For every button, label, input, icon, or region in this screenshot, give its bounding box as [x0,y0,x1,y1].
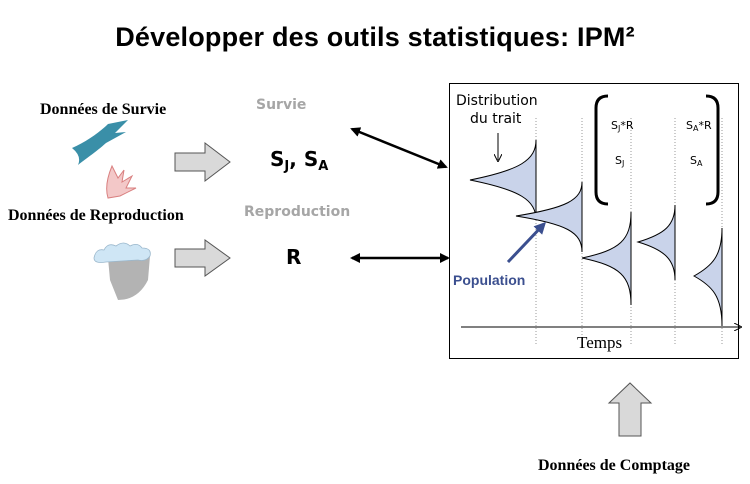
a-subscript: A [318,159,329,174]
reproduction-label: Reproduction [244,204,351,220]
s-symbol: S [303,147,319,171]
matrix-entry-sa-r: SA*R [686,119,712,133]
nest-icon [93,242,151,300]
page-title: Développer des outils statistiques: IPM² [115,22,635,52]
ipm-panel [449,83,739,359]
j-subscript: J [284,159,290,174]
reproduction-data-label: Données de Reproduction [8,207,184,224]
survival-data-label: Données de Survie [40,101,167,118]
trait-distribution-label: Distribution [456,93,538,109]
distribution-curve-3 [581,211,632,306]
survival-parameters: SJ, SA [270,147,328,174]
distribution-curve-2 [515,181,583,253]
survival-label: Survie [256,97,307,113]
matrix-entry-sa: SA [690,154,703,168]
reproduction-parameter: R [286,245,302,269]
count-data-label: Données de Comptage [538,457,690,474]
distribution-curve-4 [636,204,676,281]
matrix-right-bracket [705,94,720,206]
survival-flow-arrow [174,141,231,183]
distribution-curve-5 [692,227,723,327]
matrix-left-bracket [594,94,609,206]
trait-distributions [469,139,723,327]
reproduction-flow-arrow [174,239,231,277]
arrow-up-icon [607,382,653,437]
bird-icon [72,120,128,165]
population-arrow [506,221,547,264]
hand-icon [106,164,137,199]
separator: , [289,147,304,171]
matrix-entry-sj-r: SJ*R [611,119,634,133]
time-label: Temps [577,333,623,352]
matrix-entry-sj: SJ [615,154,625,168]
trait-label: du trait [470,111,522,127]
population-label: Population [453,272,526,288]
distribution-curve-1 [469,139,537,221]
s-symbol: S [270,147,285,171]
survival-link-arrow [350,127,448,169]
